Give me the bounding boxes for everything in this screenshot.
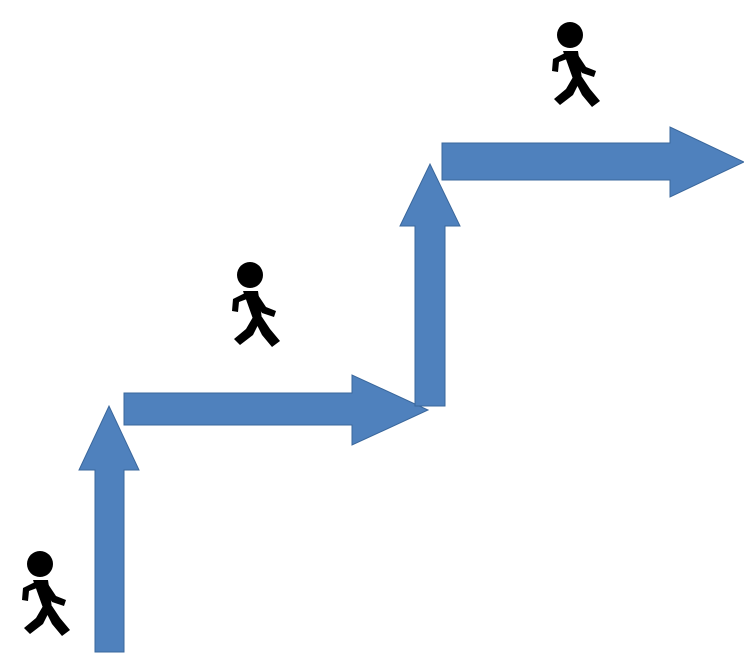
walking-person-icon [552, 22, 600, 107]
walking-person-icon [22, 551, 70, 636]
up-arrow-1 [78, 404, 140, 653]
right-arrow-2 [441, 126, 744, 198]
up-arrow-2 [399, 162, 461, 407]
arrows-layer [78, 126, 744, 653]
walking-person-icon [232, 262, 280, 347]
right-arrow-1 [123, 374, 430, 446]
